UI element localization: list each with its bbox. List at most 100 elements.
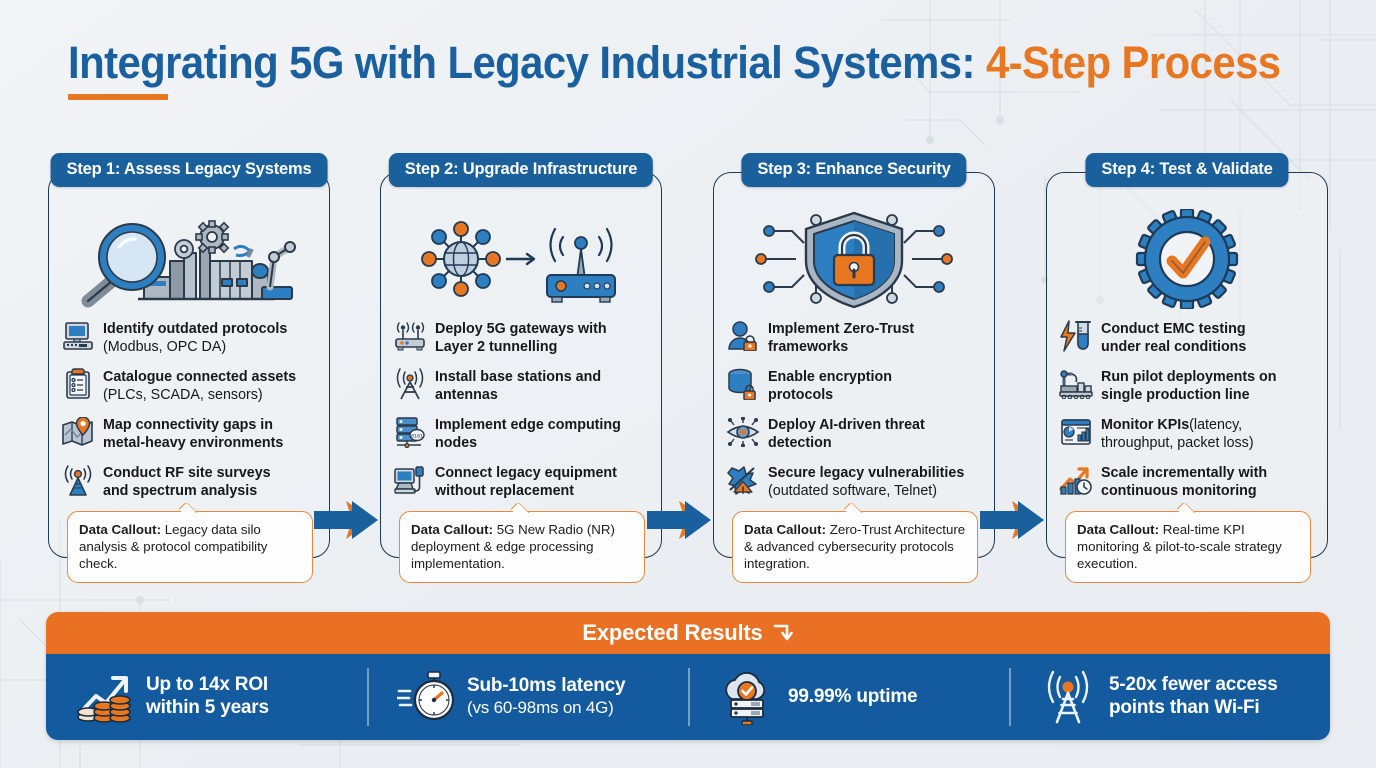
results-title: Expected Results	[582, 620, 763, 645]
connector-arrow-3	[978, 497, 1050, 543]
bullet-main-2: detection	[768, 435, 832, 452]
bullet-main: Deploy 5G gateways with	[435, 321, 607, 337]
bullet-main: Catalogue connected assets	[103, 369, 297, 385]
arrow-right-icon	[980, 501, 1044, 539]
bullet-main: Conduct EMC testing	[1101, 321, 1246, 337]
result-line2: within 5 years	[146, 697, 269, 718]
bullet-item: Identify outdated protocols(Modbus, OPC …	[61, 319, 319, 359]
result-line2: points than Wi-Fi	[1109, 697, 1260, 718]
access-point-tower-icon	[1039, 668, 1097, 726]
callout-text: Zero-Trust Architecture & advanced cyber…	[744, 521, 966, 571]
bullet-sub: (latency,	[1189, 417, 1243, 433]
production-line-icon	[1059, 367, 1093, 401]
bullet-main-2: metal-heavy environments	[103, 435, 284, 452]
magnifier-factory-robot-icon	[81, 220, 296, 308]
callout-text: 5G New Radio (NR) deployment & edge proc…	[411, 521, 615, 571]
bullet-main-2: Layer 2 tunnelling	[435, 339, 558, 356]
callout-label: Data Callout:	[79, 521, 162, 537]
callout-notch	[511, 503, 533, 513]
result-line1: Sub-10ms latency	[467, 675, 626, 697]
bullet-main: Monitor KPIs	[1101, 417, 1190, 433]
steps-row: Step 1: Assess Legacy Systems	[0, 152, 1376, 592]
bullet-text: Monitor KPIs(latency,throughput, packet …	[1101, 415, 1254, 453]
step-header-4: Step 4: Test & Validate	[1085, 153, 1289, 187]
bullet-main-2: continuous monitoring	[1101, 483, 1257, 500]
radio-tower-icon	[61, 463, 95, 497]
callout-label: Data Callout:	[411, 521, 494, 537]
results-title-bar: Expected Results	[46, 612, 1330, 654]
map-pin-icon	[61, 415, 95, 449]
bullet-main: Connect legacy equipment	[435, 465, 617, 481]
bullet-main: Enable encryption	[768, 369, 892, 385]
step-illustration-2	[381, 207, 661, 311]
test-tube-bolt-icon	[1059, 319, 1093, 353]
vulnerability-warning-icon	[726, 463, 760, 497]
bullet-text: Secure legacy vulnerabilities(outdated s…	[768, 463, 964, 501]
bullet-item: Secure legacy vulnerabilities(outdated s…	[726, 463, 984, 503]
step-illustration-4	[1047, 207, 1327, 311]
result-line1: 5-20x fewer access	[1109, 674, 1278, 696]
callout-text: Legacy data silo analysis & protocol com…	[79, 521, 268, 571]
bullet-main: Secure legacy vulnerabilities	[768, 465, 965, 481]
callout-notch	[1177, 503, 1199, 513]
database-lock-icon	[726, 367, 760, 401]
step-header-2: Step 2: Upgrade Infrastructure	[388, 153, 654, 187]
edge-server-icon: 0101	[393, 415, 427, 449]
wireless-router-icon	[393, 319, 427, 353]
bullet-main-2: nodes	[435, 435, 478, 452]
clipboard-checklist-icon	[61, 367, 95, 401]
bullet-main: Run pilot deployments on	[1101, 369, 1277, 385]
title-underline	[68, 94, 168, 100]
bullet-text: Identify outdated protocols(Modbus, OPC …	[103, 319, 287, 357]
result-line2: (vs 60-98ms on 4G)	[467, 698, 614, 718]
result-line1: Up to 14x ROI	[146, 674, 268, 696]
result-item-uptime: 99.99% uptime	[688, 654, 1009, 740]
antenna-tower-icon	[393, 367, 427, 401]
cloud-uptime-icon	[718, 668, 776, 726]
result-line1: 99.99% uptime	[788, 685, 918, 707]
user-lock-icon	[726, 319, 760, 353]
title-block: Integrating 5G with Legacy Industrial Sy…	[68, 40, 1338, 100]
result-item-latency: Sub-10ms latency(vs 60-98ms on 4G)	[367, 654, 688, 740]
bullet-main-2: antennas	[435, 387, 498, 404]
desktop-computer-icon	[61, 319, 95, 353]
expected-results-banner: Expected Results	[46, 612, 1330, 740]
page-title-main: Integrating 5G with Legacy Industrial Sy…	[68, 37, 986, 88]
arrow-right-icon	[314, 501, 378, 539]
callout-notch	[179, 503, 201, 513]
bullet-item: Catalogue connected assets(PLCs, SCADA, …	[61, 367, 319, 407]
gear-checkmark-icon	[1135, 209, 1239, 309]
connector-arrow-1	[312, 497, 384, 543]
callout-label: Data Callout:	[1077, 521, 1160, 537]
bullet-main-2: without replacement	[435, 483, 575, 500]
step-illustration-1	[49, 207, 329, 311]
step-card-2: Step 2: Upgrade Infrastructure	[380, 153, 662, 583]
data-callout-2: Data Callout: 5G New Radio (NR) deployme…	[399, 510, 645, 583]
bullet-main: Implement Zero-Trust	[768, 321, 915, 337]
bullet-text: Catalogue connected assets(PLCs, SCADA, …	[103, 367, 296, 405]
legacy-pc-usb-icon	[393, 463, 427, 497]
step-header-1: Step 1: Assess Legacy Systems	[50, 153, 328, 187]
step-card-4: Step 4: Test & Validate	[1046, 153, 1328, 583]
data-callout-4: Data Callout: Real-time KPI monitoring &…	[1065, 510, 1311, 583]
bullet-text: Connect legacy equipment without replacem…	[435, 463, 617, 501]
